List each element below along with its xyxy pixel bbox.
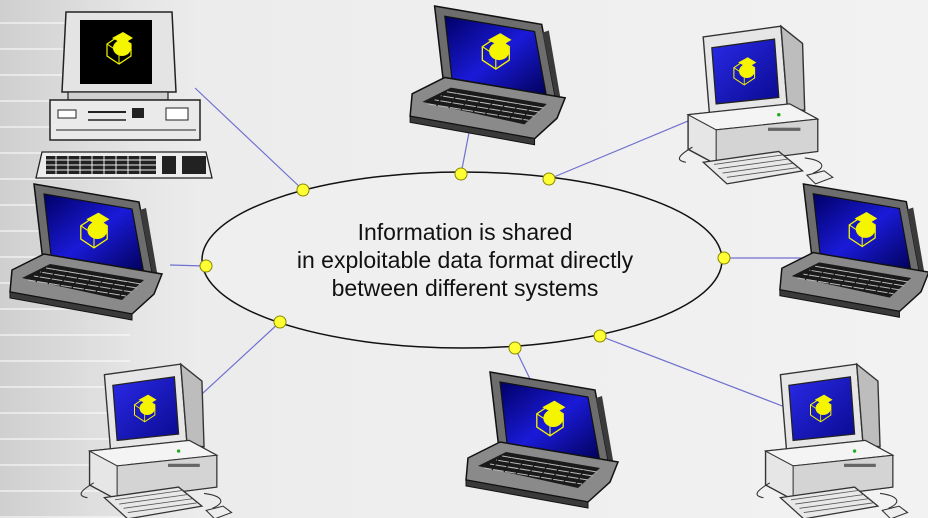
laptop-computer: [779, 183, 928, 318]
desktop-tower-computer: [35, 11, 213, 179]
connector-line: [599, 335, 799, 413]
connector-line: [169, 264, 206, 267]
macintosh-desktop: [756, 363, 909, 518]
laptop-computer: [465, 371, 619, 509]
connector-dot: [273, 315, 287, 329]
connector-dot: [593, 329, 607, 343]
connector-dot: [199, 259, 213, 273]
macintosh-desktop: [678, 25, 834, 185]
laptop-computer: [9, 183, 163, 321]
connector-dot: [454, 167, 468, 181]
central-message-line-1: Information is shared: [357, 219, 573, 245]
connector-dot: [296, 183, 310, 197]
central-message: Information is shared in exploitable dat…: [210, 205, 720, 315]
connector-dot: [542, 172, 556, 186]
connector-line: [194, 87, 304, 191]
connector-dot: [717, 251, 731, 265]
laptop-computer: [409, 5, 566, 146]
central-message-line-3: between different systems: [331, 275, 599, 301]
central-message-line-2: in exploitable data format directly: [296, 247, 634, 273]
connector-line: [189, 321, 281, 406]
connector-dot: [508, 341, 522, 355]
